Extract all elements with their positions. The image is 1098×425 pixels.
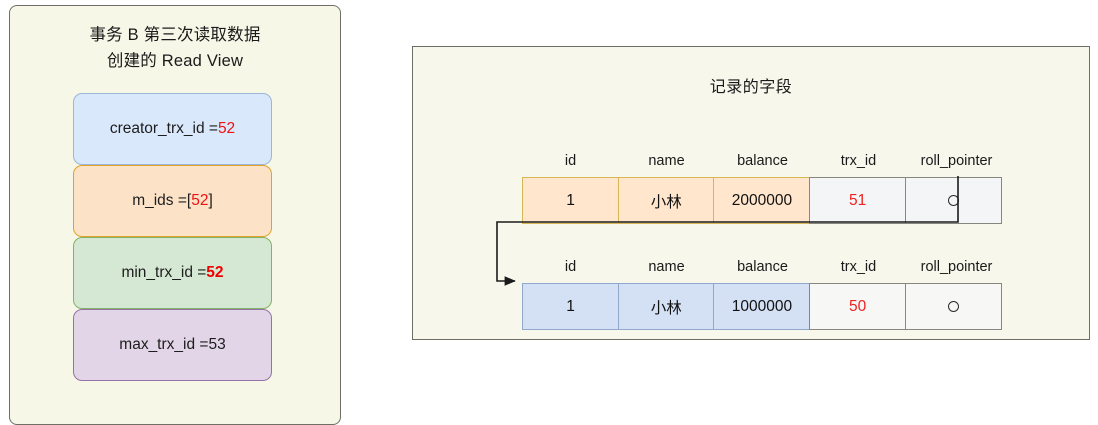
column-header-name: name <box>648 153 685 169</box>
field-label-min-trx-id: min_trx_id = <box>121 264 207 281</box>
field-box-creator-trx-id: creator_trx_id = 52 <box>73 93 272 165</box>
column-header-name-2: name <box>648 259 685 275</box>
column-header-roll-pointer-2: roll_pointer <box>920 259 993 275</box>
cell-name-1: 小林 <box>617 177 715 224</box>
record-version-1: id name balance trx_id roll_pointer 1 小林… <box>522 153 1007 224</box>
column-header-id: id <box>564 153 577 169</box>
field-label-m-ids: m_ids = <box>132 192 187 209</box>
field-value-max-trx-id: 53 <box>208 336 226 353</box>
column-header-roll-pointer: roll_pointer <box>920 153 993 169</box>
field-box-max-trx-id: max_trx_id = 53 <box>73 309 272 381</box>
cell-trx-id-1: 51 <box>809 177 907 224</box>
record-column-headers-1: id name balance trx_id roll_pointer <box>522 153 1007 177</box>
cell-balance-2: 1000000 <box>713 283 811 330</box>
cell-trx-id-value-1: 51 <box>848 191 867 209</box>
field-value-min-trx-id: 52 <box>206 264 224 281</box>
column-header-id-2: id <box>564 259 577 275</box>
cell-roll-pointer-1 <box>904 177 1002 224</box>
field-box-min-trx-id: min_trx_id = 52 <box>73 237 272 309</box>
field-value-m-ids: 52 <box>191 192 209 209</box>
table-row: 1 小林 2000000 51 <box>522 177 1007 224</box>
hollow-circle-icon <box>947 195 959 206</box>
column-header-trx-id-2: trx_id <box>840 259 877 275</box>
record-fields-panel: 记录的字段 id name balance trx_id roll_pointe… <box>412 46 1090 340</box>
field-box-m-ids: m_ids = [52] <box>73 165 272 237</box>
cell-balance-1: 2000000 <box>713 177 811 224</box>
record-version-2: id name balance trx_id roll_pointer 1 小林… <box>522 259 1007 330</box>
read-view-panel: 事务 B 第三次读取数据 创建的 Read View creator_trx_i… <box>9 5 341 425</box>
field-open-bracket-m-ids: [ <box>186 192 192 209</box>
record-fields-title: 记录的字段 <box>709 79 793 96</box>
column-header-trx-id: trx_id <box>840 153 877 169</box>
field-value-creator-trx-id: 52 <box>217 120 236 137</box>
cell-roll-pointer-2 <box>904 283 1002 330</box>
record-column-headers-2: id name balance trx_id roll_pointer <box>522 259 1007 283</box>
field-close-bracket-m-ids: ] <box>208 192 213 209</box>
read-view-title: 事务 B 第三次读取数据 创建的 Read View <box>89 26 261 70</box>
column-header-balance: balance <box>737 153 788 169</box>
cell-id-2: 1 <box>522 283 619 330</box>
cell-trx-id-value-2: 50 <box>848 297 867 315</box>
field-label-max-trx-id: max_trx_id = <box>119 336 209 353</box>
cell-trx-id-2: 50 <box>809 283 907 330</box>
column-header-balance-2: balance <box>737 259 788 275</box>
field-label-creator-trx-id: creator_trx_id = <box>109 120 218 137</box>
hollow-circle-icon <box>947 301 959 312</box>
table-row: 1 小林 1000000 50 <box>522 283 1007 330</box>
cell-id-1: 1 <box>522 177 619 224</box>
cell-name-2: 小林 <box>617 283 715 330</box>
